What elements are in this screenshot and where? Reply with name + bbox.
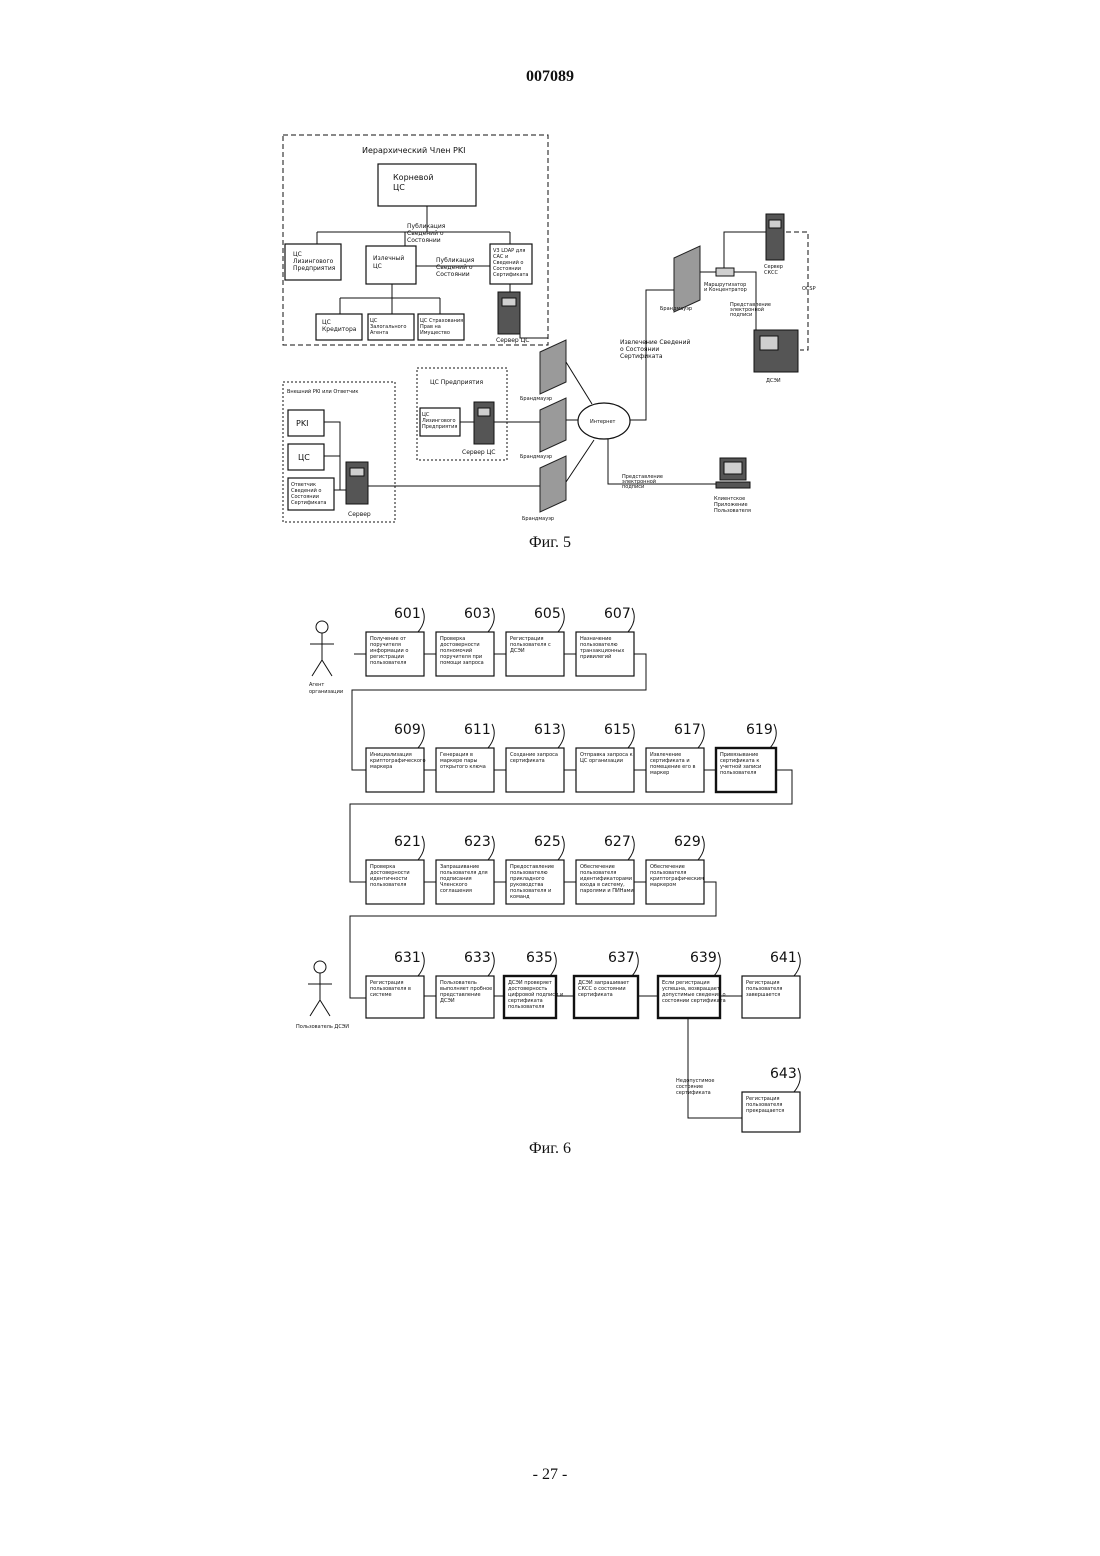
pki-label: PKI [296,419,308,428]
step-603: 603Проверкадостоверностиполномочийпоручи… [436,606,494,676]
step-619: 619Привязываниесертификата кучетной запи… [716,722,776,792]
external-title: Внешний PKI или Ответчик [287,388,358,395]
actor-organization-agent-label: Агенторганизации [309,682,343,695]
step-number: 613 [534,722,561,738]
cs-label: ЦС [298,453,310,462]
step-623: 623Запрашиваниепользователя дляподписани… [436,834,494,904]
step-637: 637ДСЭИ запрашиваетСКСС о состояниисерти… [574,950,638,1018]
step-number: 641 [770,950,797,966]
firewall-icon-3 [540,456,566,512]
step-number: 631 [394,950,421,966]
step-number: 629 [674,834,701,850]
actor-organization-agent-icon [310,621,334,676]
step-629: 629Обеспечениепользователякриптографичес… [646,834,704,904]
step-633: 633Пользовательвыполняет пробноепредстав… [436,950,494,1018]
extract-status-label: Извлечение Сведенийо СостоянииСертификат… [620,339,690,360]
step-text: Получение отпоручителяинформации орегист… [370,636,408,666]
dsei-label: ДСЭИ [766,378,781,384]
step-number: 635 [526,950,553,966]
step-number: 639 [690,950,717,966]
step-number: 603 [464,606,491,622]
step-641: 641Регистрацияпользователязавершается [742,950,800,1018]
step-number: 601 [394,606,421,622]
step-613: 613Создание запросасертификата [506,722,564,792]
publish-status-2: ПубликацияСведений оСостоянии [436,257,475,278]
step-number: 633 [464,950,491,966]
figure-5-network-diagram: Иерархический Член PKI КорневойЦС Публик… [0,0,1100,560]
step-625: 625Предоставлениепользователюприкладного… [506,834,564,904]
step-number: 609 [394,722,421,738]
step-643: 643Регистрацияпользователяпрекращается [742,1066,800,1132]
scss-server-label: СерверСКСС [764,264,783,276]
flowchart-steps: 601Получение отпоручителяинформации орег… [366,606,800,1132]
ca-server2-label: Сервер ЦС [462,449,495,456]
figure-5-caption: Фиг. 5 [450,534,650,552]
firewall-icon-1 [540,340,566,394]
ocsp-label: OCSP [802,286,816,292]
step-text: Регистрацияпользователяпрекращается [746,1096,784,1114]
step-number: 623 [464,834,491,850]
firewall-label-2: Брандмауэр [520,454,552,460]
step-605: 605Регистрацияпользователя сДСЭИ [506,606,564,676]
step-text: Привязываниесертификата кучетной записип… [720,752,761,776]
router-label: Маршрутизатори Концентратор [704,282,747,293]
figure-6-caption: Фиг. 6 [450,1140,650,1158]
actor-dsei-user-label: Пользователь ДСЭИ [296,1024,349,1030]
step-number: 617 [674,722,701,738]
step-601: 601Получение отпоручителяинформации орег… [366,606,424,676]
step-615: 615Отправка запроса кЦС организации [576,722,634,792]
step-number: 643 [770,1066,797,1082]
step-607: 607Назначениепользователютранзакционныхп… [576,606,634,676]
step-number: 627 [604,834,631,850]
step-617: 617Извлечениесертификата ипомещение его … [646,722,704,792]
step-611: 611Генерация вмаркере парыоткрытого ключ… [436,722,494,792]
firewall-label-1: Брандмауэр [520,396,552,402]
sig-submit-label: Представлениеэлектроннойподписи [730,302,771,318]
figure-6-flowchart: Агенторганизации Пользователь ДСЭИ 601По… [0,590,1100,1150]
step-number: 611 [464,722,491,738]
router-icon [716,268,734,276]
step-627: 627Обеспечениепользователяидентификатора… [576,834,634,904]
step-609: 609Инициализациякриптографическогомаркер… [366,722,426,792]
enterprise-box-title: ЦС Предприятия [430,379,484,386]
step-number: 625 [534,834,561,850]
server-label: Сервер [348,511,371,518]
step-635: 635ДСЭИ проверяетдостоверностьцифровой п… [504,950,563,1018]
step-text: Регистрацияпользователязавершается [746,980,782,998]
step-number: 615 [604,722,631,738]
firewall-label-3: Брандмауэр [522,516,554,522]
ldap-label: V3 LDAP дляСАС иСведений оСостоянииСерти… [493,248,529,278]
firewall-icon-4 [674,246,700,312]
sig-submit-label-2: Представлениеэлектроннойподписи [622,474,663,490]
step-number: 607 [604,606,631,622]
step-number: 621 [394,834,421,850]
actor-dsei-user-icon [308,961,332,1016]
firewall-icon-2 [540,398,566,452]
hier-title: Иерархический Член PKI [362,146,465,155]
page-number: - 27 - [0,1466,1100,1484]
publish-status-1: ПубликацияСведений оСостоянии [407,223,446,244]
step-number: 637 [608,950,635,966]
step-621: 621Проверкадостоверностиидентичностиполь… [366,834,424,904]
step-number: 619 [746,722,773,738]
invalid-status-label: Недопустимоесостояниесертификата [676,1078,714,1096]
internet-label: Интернет [590,419,616,425]
firewall-label-4: Брандмауэр [660,306,692,312]
client-app-label: КлиентскоеПриложениеПользователя [714,496,751,514]
step-631: 631Регистрацияпользователя всистеме [366,950,424,1018]
step-number: 605 [534,606,561,622]
step-639: 639Если регистрацияуспешна, возвращаетдо… [658,950,726,1018]
